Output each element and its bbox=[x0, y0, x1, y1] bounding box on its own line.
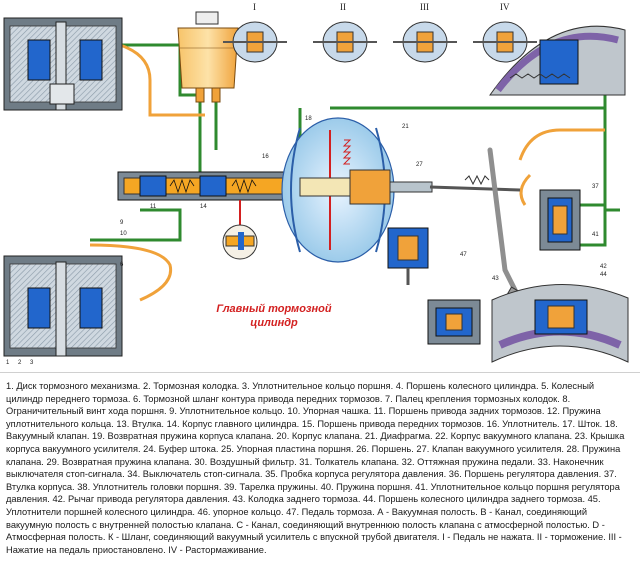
svg-text:6: 6 bbox=[120, 262, 124, 268]
svg-text:27: 27 bbox=[416, 162, 423, 168]
svg-text:37: 37 bbox=[592, 184, 599, 190]
brake-hoses bbox=[89, 43, 605, 302]
svg-text:21: 21 bbox=[402, 124, 409, 130]
svg-text:2: 2 bbox=[18, 360, 22, 366]
pressure-regulator bbox=[539, 189, 581, 251]
svg-text:43: 43 bbox=[492, 276, 499, 282]
vacuum-booster bbox=[281, 117, 433, 263]
rear-brake-bottom bbox=[491, 284, 629, 363]
wheel-cylinder-detail bbox=[427, 299, 481, 345]
legend-panel: 1. Диск тормозного механизма. 2. Тормозн… bbox=[0, 372, 640, 565]
svg-text:42: 42 bbox=[600, 264, 607, 270]
svg-text:1: 1 bbox=[6, 360, 10, 366]
svg-text:3: 3 bbox=[30, 360, 34, 366]
svg-text:14: 14 bbox=[200, 204, 207, 210]
brake-pedal bbox=[429, 147, 532, 306]
master-cylinder-label-line2: цилиндр bbox=[250, 317, 298, 329]
svg-text:11: 11 bbox=[150, 204, 157, 210]
brake-system-diagram: I II III IV 1 2 3 6 9 bbox=[3, 2, 629, 366]
svg-text:47: 47 bbox=[460, 252, 467, 258]
svg-text:18: 18 bbox=[305, 116, 312, 122]
rear-brake-top bbox=[489, 25, 626, 96]
vacuum-valve bbox=[387, 227, 429, 285]
svg-text:41: 41 bbox=[592, 232, 599, 238]
front-brake-bottom bbox=[3, 255, 123, 357]
master-cylinder-label-line1: Главный тормозной bbox=[216, 303, 332, 315]
stage-label-2: II bbox=[340, 2, 346, 12]
stage-label-1: I bbox=[253, 2, 256, 12]
detail-inset bbox=[222, 224, 258, 260]
stage-label-4: IV bbox=[500, 2, 510, 12]
fluid-reservoir bbox=[177, 11, 239, 103]
svg-text:10: 10 bbox=[120, 231, 127, 237]
front-brake-top bbox=[3, 17, 123, 111]
svg-text:9: 9 bbox=[120, 220, 124, 226]
callout-numbers: 1 2 3 6 9 10 11 14 16 18 21 27 47 37 41 … bbox=[6, 116, 607, 366]
legend-text: 1. Диск тормозного механизма. 2. Тормозн… bbox=[6, 381, 625, 555]
svg-text:44: 44 bbox=[600, 272, 607, 278]
valve-stages: I II III IV bbox=[223, 2, 537, 63]
svg-text:16: 16 bbox=[262, 154, 269, 160]
stage-label-3: III bbox=[420, 2, 429, 12]
master-cylinder bbox=[117, 171, 299, 236]
